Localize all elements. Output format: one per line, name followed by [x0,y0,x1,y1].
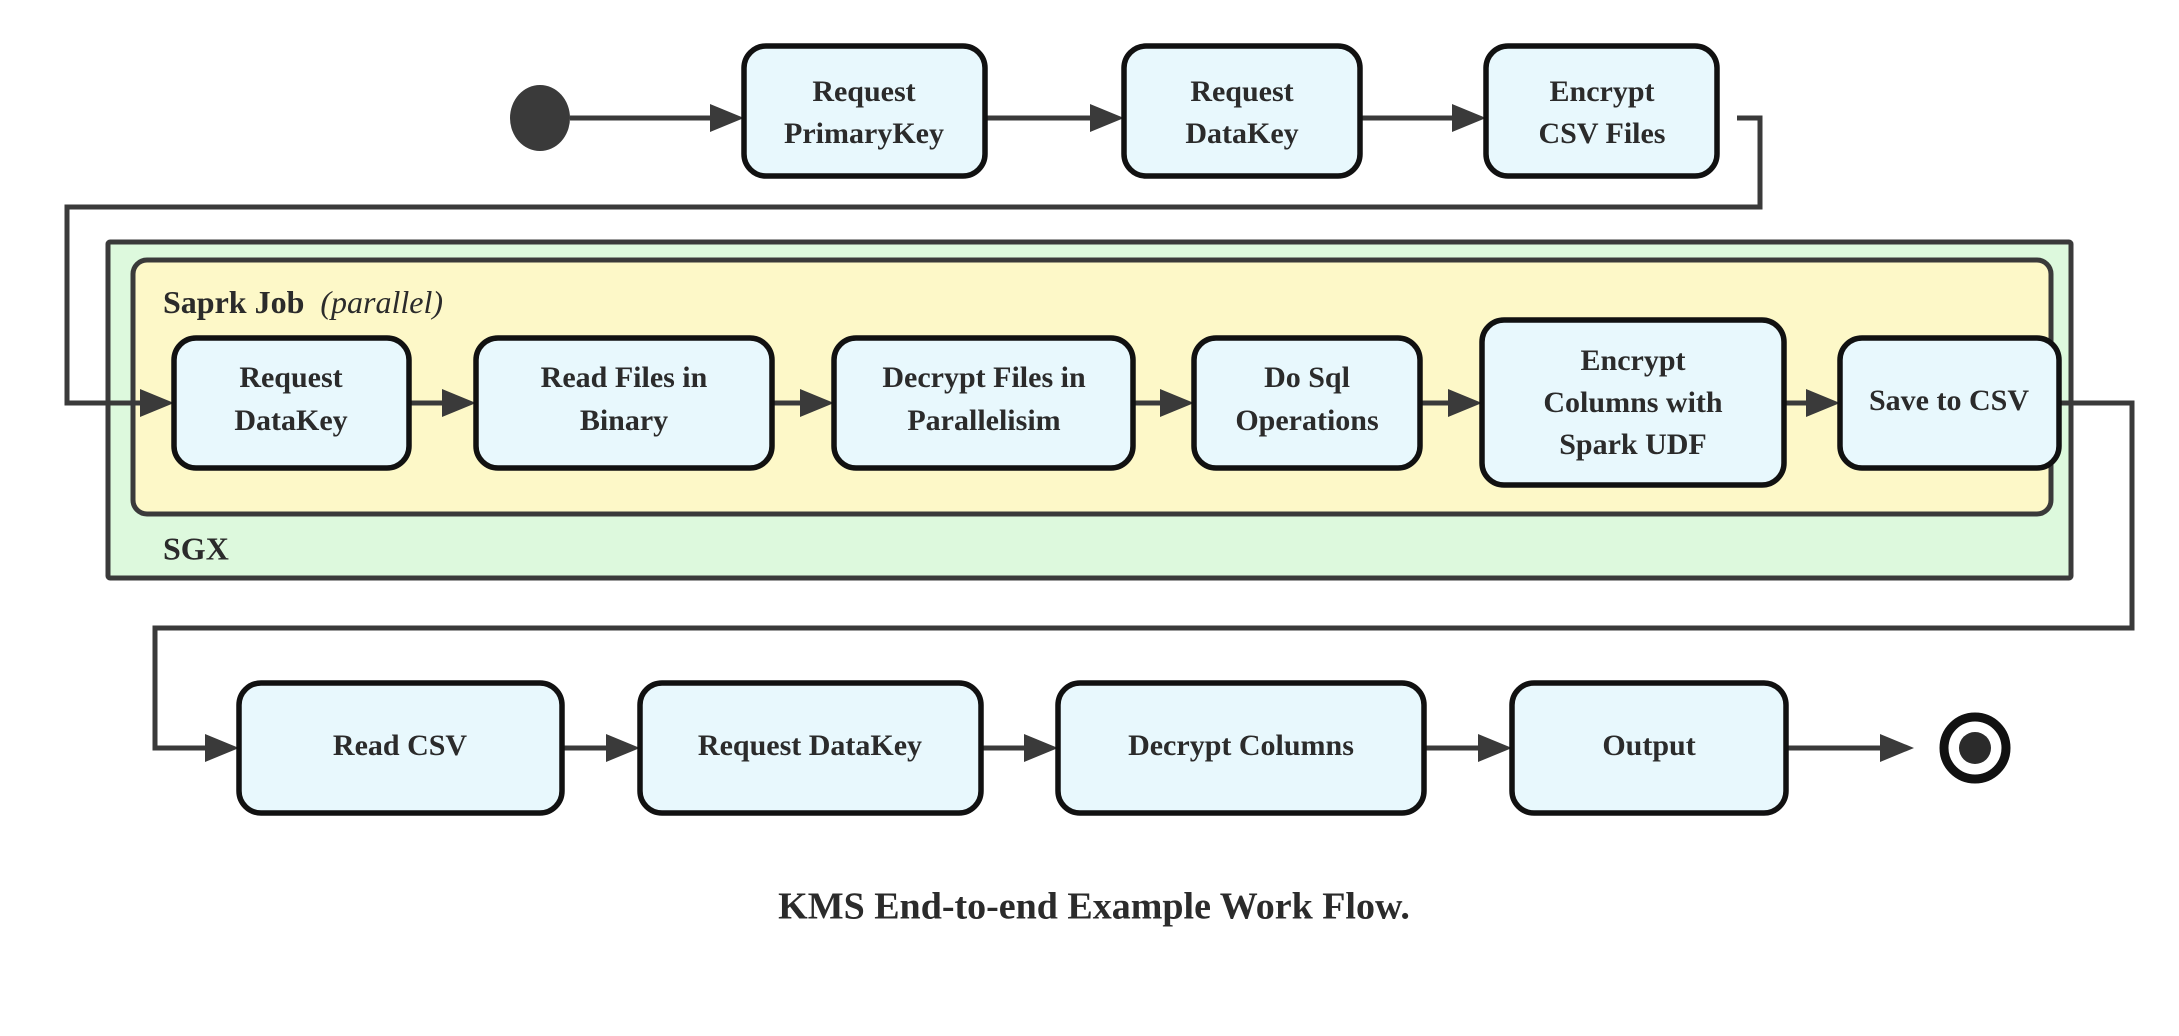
node-request-datakey-spark[interactable]: Request DataKey [171,335,412,471]
edge-decrypt-files-to-do-sql-operations [1133,389,1194,417]
node-output[interactable]: Output [1509,680,1789,816]
node-request-datakey-spark-line-1: Request [239,361,342,394]
node-decrypt-files-line-2: Parallelisim [907,404,1060,437]
edge-read-files-in-binary-to-decrypt-files [772,389,834,417]
node-output-line-1: Output [1602,729,1695,762]
edge-spark-request-datakey-to-read-files-in-binary [409,389,476,417]
edge-read-csv-to-request-datakey [562,734,640,762]
node-decrypt-columns-line-1: Decrypt Columns [1128,729,1354,762]
edge-encrypt-csv-files-to-spark-request-datakey [64,115,1763,417]
node-request-primarykey-line-2: PrimaryKey [784,117,944,150]
node-request-datakey-top-line-2: DataKey [1185,117,1298,150]
diagram-caption: KMS End-to-end Example Work Flow. [778,886,1410,928]
node-do-sql-operations[interactable]: Do Sql Operations [1191,335,1423,471]
spark-job-label-bold: Saprk Job [163,284,304,320]
node-decrypt-files-line-1: Decrypt Files in [882,361,1086,394]
edge-save-to-csv-to-read-csv [152,400,2135,762]
node-encrypt-columns-with-spark-udf[interactable]: Encrypt Columns with Spark UDF [1479,317,1787,488]
node-read-csv-line-1: Read CSV [333,729,468,762]
edge-request-datakey-to-encrypt-csv-files [1360,104,1486,132]
sgx-label: SGX [163,530,229,566]
node-encrypt-csv-files-line-2: CSV Files [1539,117,1666,150]
node-request-datakey-bottom-line-1: Request DataKey [698,729,922,762]
node-read-files-in-binary-line-2: Binary [580,404,668,437]
edge-do-sql-operations-to-encrypt-columns [1420,389,1482,417]
node-do-sql-operations-line-1: Do Sql [1264,361,1350,394]
node-request-datakey-bottom[interactable]: Request DataKey [637,680,984,816]
node-request-datakey-spark-line-2: DataKey [234,404,347,437]
node-decrypt-files-in-parallelisim[interactable]: Decrypt Files in Parallelisim [831,335,1136,471]
edge-request-primarykey-to-request-datakey [985,104,1124,132]
node-encrypt-columns-line-3: Spark UDF [1559,428,1707,461]
node-request-primarykey-line-1: Request [812,75,915,108]
node-encrypt-columns-line-1: Encrypt [1581,344,1686,377]
spark-job-label-italic: (parallel) [320,284,443,320]
node-save-to-csv[interactable]: Save to CSV [1837,335,2062,471]
edge-decrypt-columns-to-output [1424,734,1512,762]
end-node-marker [1939,712,2011,784]
node-encrypt-columns-line-2: Columns with [1543,386,1723,419]
node-encrypt-csv-files-line-1: Encrypt [1550,75,1655,108]
spark-job-label: Saprk Job (parallel) [163,284,443,320]
edge-output-to-end [1786,734,1914,762]
node-read-files-in-binary[interactable]: Read Files in Binary [473,335,775,471]
node-decrypt-columns[interactable]: Decrypt Columns [1055,680,1427,816]
edge-encrypt-columns-to-save-to-csv [1784,389,1840,417]
node-save-to-csv-line-1: Save to CSV [1869,384,2029,417]
node-read-files-in-binary-line-1: Read Files in [541,361,708,394]
node-encrypt-csv-files[interactable]: Encrypt CSV Files [1483,43,1720,179]
node-request-primarykey[interactable]: Request PrimaryKey [741,43,988,179]
start-node-marker [510,85,570,151]
edge-start-to-request-primarykey [570,104,744,132]
node-read-csv[interactable]: Read CSV [236,680,565,816]
edge-request-datakey-to-decrypt-columns [981,734,1058,762]
node-request-datakey-top[interactable]: Request DataKey [1121,43,1363,179]
node-request-datakey-top-line-1: Request [1190,75,1293,108]
node-do-sql-operations-line-2: Operations [1235,404,1378,437]
